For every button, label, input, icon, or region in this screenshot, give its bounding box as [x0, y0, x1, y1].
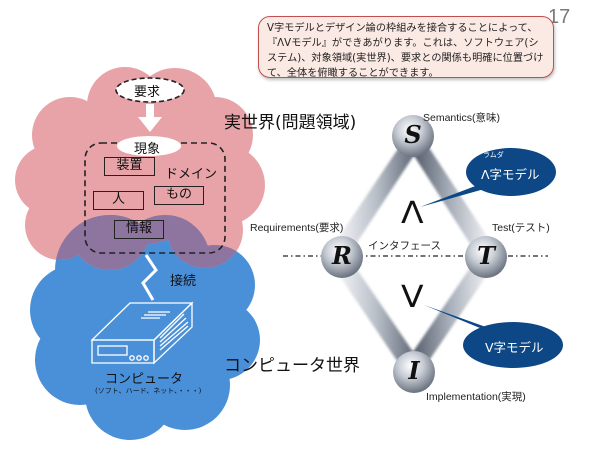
node-r — [321, 236, 363, 278]
lambda-v-diamond — [330, 140, 496, 368]
domain-item-information: 情報 — [114, 220, 164, 239]
implementation-label: Implementation(実現) — [426, 391, 526, 403]
interface-label: インタフェース — [368, 240, 441, 252]
phenomenon-label: 現象 — [134, 142, 161, 157]
domain-item-thing: もの — [154, 186, 204, 205]
v-model-bubble — [424, 305, 563, 368]
domain-item-device: 装置 — [104, 157, 155, 176]
lambda-ruby: ラムダ — [483, 151, 504, 159]
bar-r-i — [330, 262, 424, 368]
domain-item-person: 人 — [93, 191, 144, 210]
requirement-ellipse — [115, 77, 185, 103]
computer-device-icon — [90, 301, 194, 365]
bar-s-r — [330, 140, 424, 250]
v-symbol: V — [400, 280, 424, 315]
requirements-label: Requirements(要求) — [250, 222, 344, 234]
node-i-letter: I — [408, 356, 420, 385]
computer-sub-label: (ソフト、ハード、ネット、・・・) — [95, 387, 202, 395]
lambda-model-bubble — [420, 148, 556, 207]
explanation-callout: V字モデルとデザイン論の枠組みを接合することによって、『ΛVモデル』ができあがり… — [258, 16, 554, 79]
phenomenon-ellipse — [117, 136, 181, 156]
lambda-symbol: Λ — [400, 196, 424, 231]
node-s-letter: S — [404, 120, 422, 149]
semantics-label: Semantics(意味) — [423, 112, 501, 124]
node-r-letter: R — [332, 241, 352, 270]
test-label: Test(テスト) — [492, 222, 550, 234]
lightning-icon — [141, 254, 158, 301]
node-s — [392, 115, 434, 157]
node-t — [465, 236, 507, 278]
real-world-title: 実世界(問題領域) — [224, 113, 357, 133]
page-number: 17 — [548, 6, 571, 28]
v-bubble-text: V字モデル — [485, 340, 544, 355]
bar-s-t — [404, 140, 496, 250]
arrow-down-icon — [138, 104, 162, 132]
lambda-bubble-text: Λ字モデル — [481, 167, 540, 182]
node-t-letter: T — [477, 241, 495, 270]
computer-label: コンピュータ — [105, 372, 184, 387]
requirement-label: 要求 — [134, 85, 161, 100]
node-i — [393, 351, 435, 393]
computer-world-title: コンピュータ世界 — [224, 356, 360, 376]
connection-label: 接続 — [170, 274, 197, 289]
domain-label: ドメイン — [165, 167, 218, 182]
